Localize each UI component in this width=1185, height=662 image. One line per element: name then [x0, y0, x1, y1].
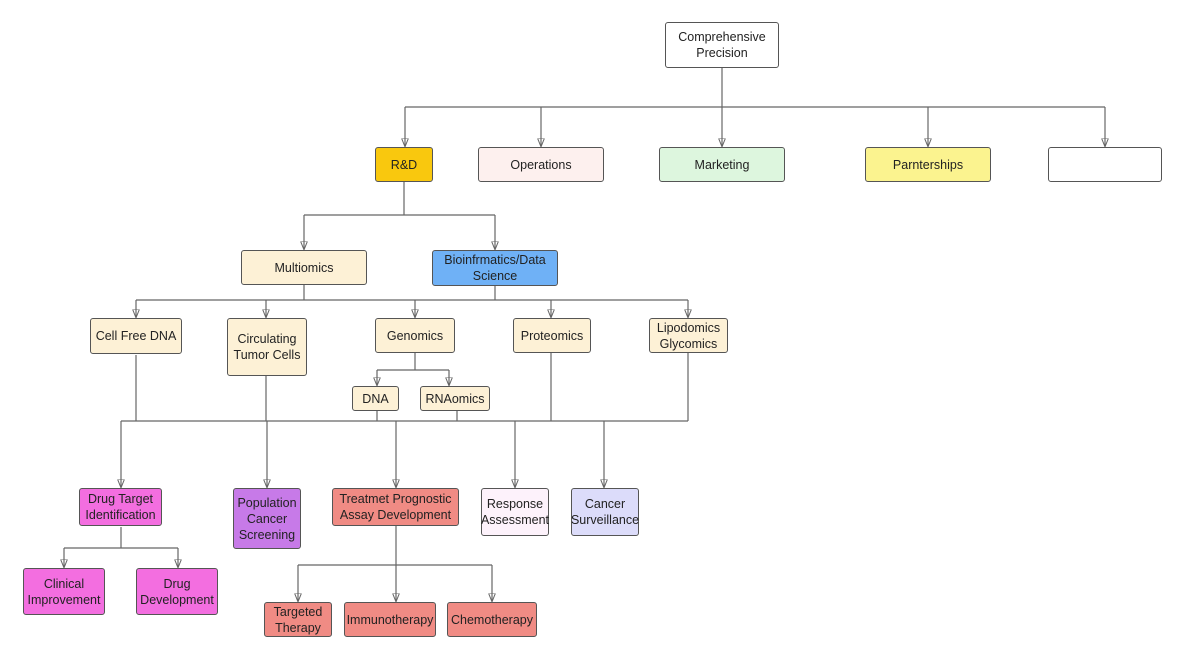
node-chemotherapy[interactable]: Chemotherapy [447, 602, 537, 637]
edge-root-bus [405, 68, 1105, 108]
node-clinical-improvement[interactable]: Clinical Improvement [23, 568, 105, 615]
node-circulating-tumor-cells[interactable]: Circulating Tumor Cells [227, 318, 307, 376]
node-marketing[interactable]: Marketing [659, 147, 785, 182]
node-cancer-surveillance[interactable]: Cancer Surveillance [571, 488, 639, 536]
node-proteomics[interactable]: Proteomics [513, 318, 591, 353]
node-drug-target-identification[interactable]: Drug Target Identification [79, 488, 162, 526]
node-multiomics[interactable]: Multiomics [241, 250, 367, 285]
node-drug-development[interactable]: Drug Development [136, 568, 218, 615]
node-rnd[interactable]: R&D [375, 147, 433, 182]
node-rnaomics[interactable]: RNAomics [420, 386, 490, 411]
edge-drug-bus [64, 527, 178, 549]
edge-therapy-bus [298, 526, 492, 566]
edge-rnd-bus [304, 182, 495, 216]
node-partnerships[interactable]: Parnterships [865, 147, 991, 182]
node-dna[interactable]: DNA [352, 386, 399, 411]
node-population-cancer-screening[interactable]: Population Cancer Screening [233, 488, 301, 549]
node-blank[interactable] [1048, 147, 1162, 182]
node-targeted-therapy[interactable]: Targeted Therapy [264, 602, 332, 637]
edge-genomics-bus [377, 353, 449, 371]
node-comprehensive-precision[interactable]: Comprehensive Precision [665, 22, 779, 68]
edge-omics-bus [136, 285, 688, 301]
node-cell-free-dna[interactable]: Cell Free DNA [90, 318, 182, 354]
node-operations[interactable]: Operations [478, 147, 604, 182]
node-response-assessment[interactable]: Response Assessment [481, 488, 549, 536]
node-immunotherapy[interactable]: Immunotherapy [344, 602, 436, 637]
edge-apps-risers [135, 353, 689, 421]
node-treatment-prognostic-assay[interactable]: Treatmet Prognostic Assay Development [332, 488, 459, 526]
node-lipodomics-glycomics[interactable]: Lipodomics Glycomics [649, 318, 728, 353]
node-genomics[interactable]: Genomics [375, 318, 455, 353]
node-bioinformatics[interactable]: Bioinfrmatics/Data Science [432, 250, 558, 286]
